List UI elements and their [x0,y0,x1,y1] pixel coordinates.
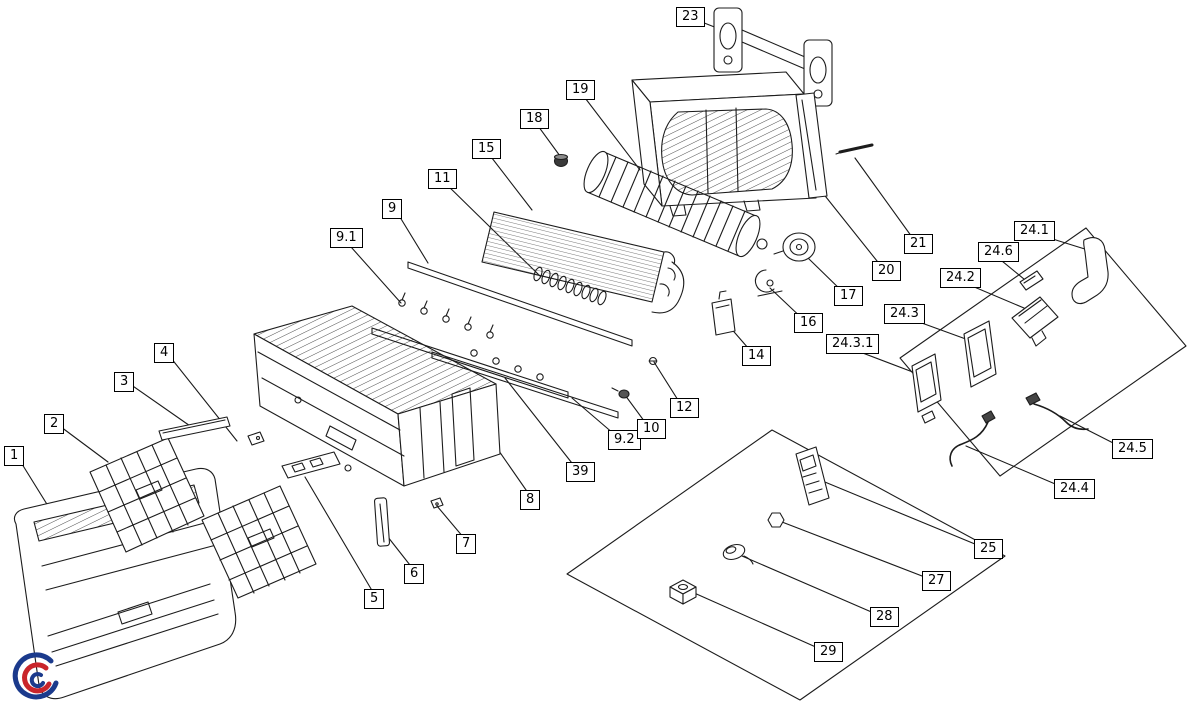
leader-line [813,181,886,272]
capillary-spring-part-11 [533,266,607,306]
leader-line [741,555,884,618]
cube-part-29 [669,579,697,605]
rear-chassis-housing-part-20 [631,71,828,217]
part-label-5: 5 [364,589,385,609]
fan-motor-part-17 [773,232,816,262]
part-label-29: 29 [814,642,843,662]
leader-line [578,89,641,171]
part-label-24-3: 24.3 [884,304,925,324]
motor-clamp-part-16 [754,269,783,297]
part-label-8: 8 [520,490,541,510]
board-part-24-3-1 [911,353,942,424]
air-filter-part-2 [89,437,205,553]
pin-part-21 [835,143,874,155]
leader-line [781,521,936,582]
cap-part-7 [430,497,444,509]
part-label-27: 27 [922,571,951,591]
leader-line [56,423,109,463]
part-label-18: 18 [520,109,549,129]
brand-swirl-logo [12,652,59,700]
top-mounting-brackets-part-23 [713,7,833,107]
leader-line [504,377,580,473]
leader-line [304,476,378,600]
fan-ribs [598,156,746,252]
part-label-25: 25 [974,539,1003,559]
evaporator-coil-part-15 [481,211,685,314]
cross-flow-fan-part-19 [583,150,768,258]
leader-line [126,381,194,429]
leader-line [484,148,533,211]
louver-hooks-part-9-1 [398,292,494,339]
part-label-24-6: 24.6 [978,242,1019,262]
part-label-6: 6 [404,564,425,584]
part-label-39: 39 [566,462,595,482]
part-label-24-3-1: 24.3.1 [826,334,880,354]
part-label-16: 16 [794,313,823,333]
louver-blade-part-9 [407,261,633,347]
cover-arm-part-24-1 [1071,237,1109,305]
bracket-part-14 [711,290,736,336]
part-label-24-2: 24.2 [940,268,981,288]
part-label-9-2: 9.2 [608,430,641,450]
part-label-9: 9 [382,199,403,219]
part-label-4: 4 [154,343,175,363]
strip-part-3 [158,416,231,441]
part-label-24-1: 24.1 [1014,221,1055,241]
part-label-7: 7 [456,534,477,554]
wedge-part-24-6 [1019,270,1044,291]
part-label-17: 17 [834,286,863,306]
electrical-parts-panel-24 [899,227,1187,477]
terminal-block-part-24-2 [1011,296,1059,347]
main-chassis-part-8 [253,305,501,487]
part-label-10: 10 [637,419,666,439]
part-label-12: 12 [670,398,699,418]
part-label-24-4: 24.4 [1054,479,1095,499]
part-label-1: 1 [4,446,25,466]
part-label-24-5: 24.5 [1112,439,1153,459]
hex-nut-part-27 [767,512,785,528]
leader-line [342,237,402,304]
accessories-panel [566,429,1006,701]
louver-blade-part-9-2 [431,349,619,419]
display-assembly-part-5 [281,451,352,479]
board-part-24-3 [963,320,997,388]
part-label-14: 14 [742,346,771,366]
part-label-11: 11 [428,169,457,189]
part-label-21: 21 [904,234,933,254]
leader-line [965,445,1068,490]
louver-blade-part-39 [371,327,569,399]
clip-part-4 [247,431,265,446]
part-label-20: 20 [872,261,901,281]
side-strip-part-6 [373,497,391,547]
sensor-wire-part-24-5 [1025,392,1089,431]
part-label-3: 3 [114,372,135,392]
remote-control-part-25 [795,446,830,506]
part-label-9-1: 9.1 [330,228,363,248]
part-label-28: 28 [870,607,899,627]
part-label-15: 15 [472,139,501,159]
sensor-wire-part-24-4 [949,410,996,467]
screw-part-12 [648,356,658,366]
leader-line [691,591,828,653]
leader-line [819,479,988,550]
air-filter-right [201,485,317,599]
knob-part-28 [722,543,754,565]
leader-line [854,157,918,245]
grommet-part-18 [553,153,569,168]
part-label-23: 23 [676,7,705,27]
cap-part-10 [611,387,630,399]
part-label-2: 2 [44,414,65,434]
part-label-19: 19 [566,80,595,100]
